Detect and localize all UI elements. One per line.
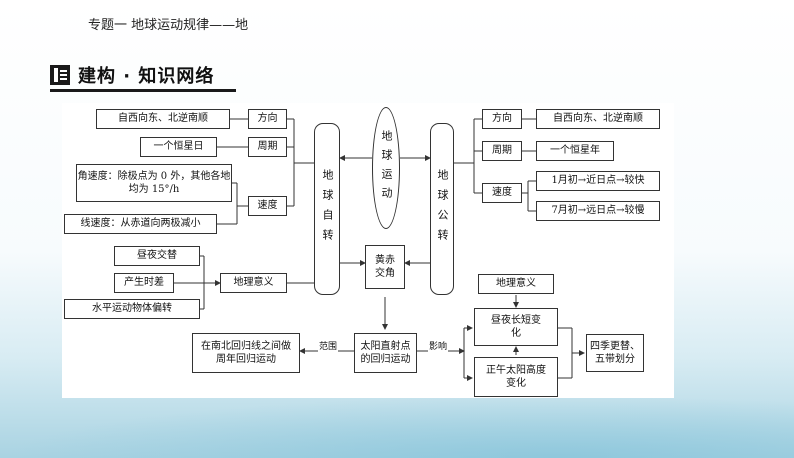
section-header: 建构 · 知识网络	[50, 62, 236, 92]
seasons-zones-box: 四季更替、五带划分	[586, 334, 644, 372]
revolution-speed-jan: 1月初→近日点→较快	[536, 171, 660, 191]
revolution-geo-label: 地理意义	[478, 274, 554, 294]
noon-altitude-box: 正午太阳高度变化	[474, 357, 558, 397]
subsolar-movement-box: 太阳直射点的回归运动	[354, 333, 417, 373]
connector-lines	[174, 118, 585, 381]
background-wave	[0, 395, 794, 458]
range-value-box: 在南北回归线之间做周年回归运动	[192, 333, 300, 373]
rotation-direction-label: 方向	[248, 109, 287, 129]
revolution-period-value: 一个恒星年	[536, 141, 614, 161]
rotation-geo-label: 地理意义	[220, 273, 287, 293]
rotation-geo-time-diff: 产生时差	[114, 273, 174, 293]
rotation-speed-label: 速度	[248, 196, 287, 216]
earth-motion-center: 地球运动	[372, 107, 400, 229]
revolution-speed-jul: 7月初→远日点→较慢	[536, 201, 660, 221]
revolution-period-label: 周期	[482, 141, 522, 161]
obliquity-box: 黄赤交角	[365, 245, 405, 289]
revolution-speed-label: 速度	[482, 183, 522, 203]
knowledge-network-diagram: 自西向东、北逆南顺 方向 一个恒星日 周期 角速度：除极点为 0 外，其他各地均…	[62, 103, 674, 398]
section-underline	[50, 89, 236, 92]
page-title: 专题一 地球运动规律——地	[88, 18, 249, 33]
rotation-geo-deflection: 水平运动物体偏转	[64, 299, 200, 319]
rotation-period-label: 周期	[248, 137, 287, 157]
list-icon	[50, 65, 70, 85]
revolution-direction-value: 自西向东、北逆南顺	[536, 109, 660, 129]
influence-label: 影响	[428, 339, 449, 352]
section-title: 建构 · 知识网络	[78, 66, 215, 87]
rotation-angular-speed: 角速度：除极点为 0 外，其他各地均为 15°/h	[76, 164, 232, 202]
rotation-title: 地球自转	[314, 123, 340, 295]
rotation-linear-speed: 线速度：从赤道向两极减小	[64, 214, 217, 234]
day-length-box: 昼夜长短变化	[474, 308, 558, 346]
range-label: 范围	[318, 339, 339, 352]
rotation-period-value: 一个恒星日	[140, 137, 217, 157]
rotation-geo-day-night: 昼夜交替	[114, 246, 200, 266]
revolution-title: 地球公转	[430, 123, 454, 295]
revolution-direction-label: 方向	[482, 109, 522, 129]
rotation-direction-value: 自西向东、北逆南顺	[96, 109, 230, 129]
